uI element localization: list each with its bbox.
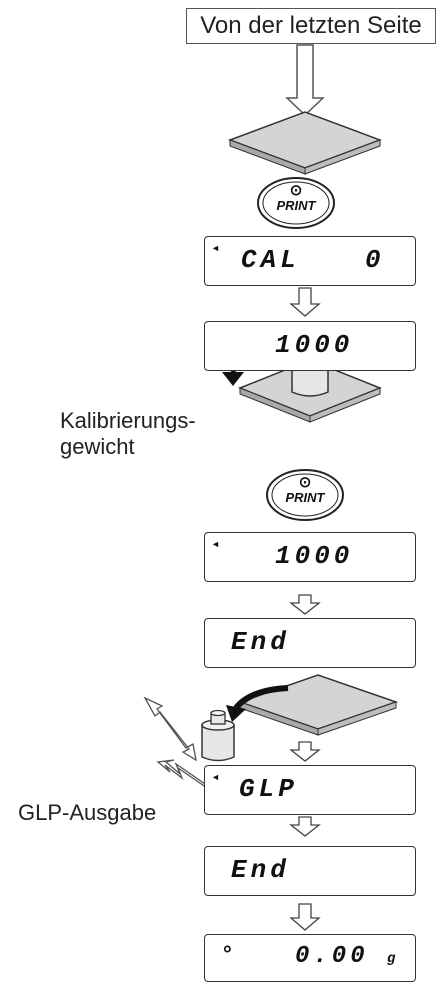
header-text: Von der letzten Seite (200, 12, 422, 39)
display-final: ° 0.00 g (204, 934, 416, 982)
print-button-2-label: ⊙ PRINT (267, 475, 343, 506)
weighing-pan-1 (227, 111, 383, 175)
down-arrow-small-3 (289, 741, 321, 762)
down-arrow-small-4 (289, 816, 321, 837)
display-cal-text: CAL (241, 245, 300, 275)
down-arrow-large (285, 44, 325, 117)
print-button-2 (266, 469, 344, 521)
display-end-1-value: End (231, 627, 290, 657)
print-button-1 (257, 177, 335, 229)
display-glp: ◄ GLP (204, 765, 416, 815)
removed-weight-icon (201, 709, 235, 762)
down-arrow-small-1 (289, 287, 321, 317)
display-cal-value: 0 (365, 245, 385, 275)
calibration-weight-label-line1: Kalibrierungs- (60, 408, 196, 433)
stable-indicator-icon: ◄ (211, 243, 220, 253)
output-lightning-icon (143, 696, 211, 791)
display-end-2: End (204, 846, 416, 896)
glp-output-label: GLP-Ausgabe (18, 800, 157, 825)
display-weight-2: ◄ 1000 (204, 532, 416, 582)
print-text: PRINT (276, 198, 316, 213)
stable-indicator-icon: ◄ (211, 772, 220, 782)
down-arrow-small-2 (289, 594, 321, 615)
print-symbol-icon: ⊙ (289, 182, 303, 199)
display-weight-2-value: 1000 (275, 541, 354, 571)
display-final-unit: g (387, 951, 396, 967)
display-end-2-value: End (231, 855, 290, 885)
down-arrow-small-5 (289, 903, 321, 931)
calibration-weight-label: Kalibrierungs- gewicht (60, 408, 196, 460)
zero-indicator-icon: ° (223, 941, 232, 966)
display-final-value: 0.00 (295, 943, 369, 970)
display-weight-1: 1000 (204, 321, 416, 371)
print-button-1-label: ⊙ PRINT (258, 183, 334, 214)
display-glp-value: GLP (239, 774, 298, 804)
display-cal: ◄ CAL 0 (204, 236, 416, 286)
weighing-pan-3 (237, 674, 399, 736)
print-symbol-icon: ⊙ (298, 474, 312, 491)
display-end-1: End (204, 618, 416, 668)
header-box: Von der letzten Seite (186, 8, 436, 44)
display-weight-1-value: 1000 (275, 330, 354, 360)
remove-weight-arrow (226, 685, 289, 722)
stable-indicator-icon: ◄ (211, 539, 220, 549)
print-text: PRINT (285, 490, 325, 505)
calibration-weight-label-line2: gewicht (60, 434, 135, 459)
